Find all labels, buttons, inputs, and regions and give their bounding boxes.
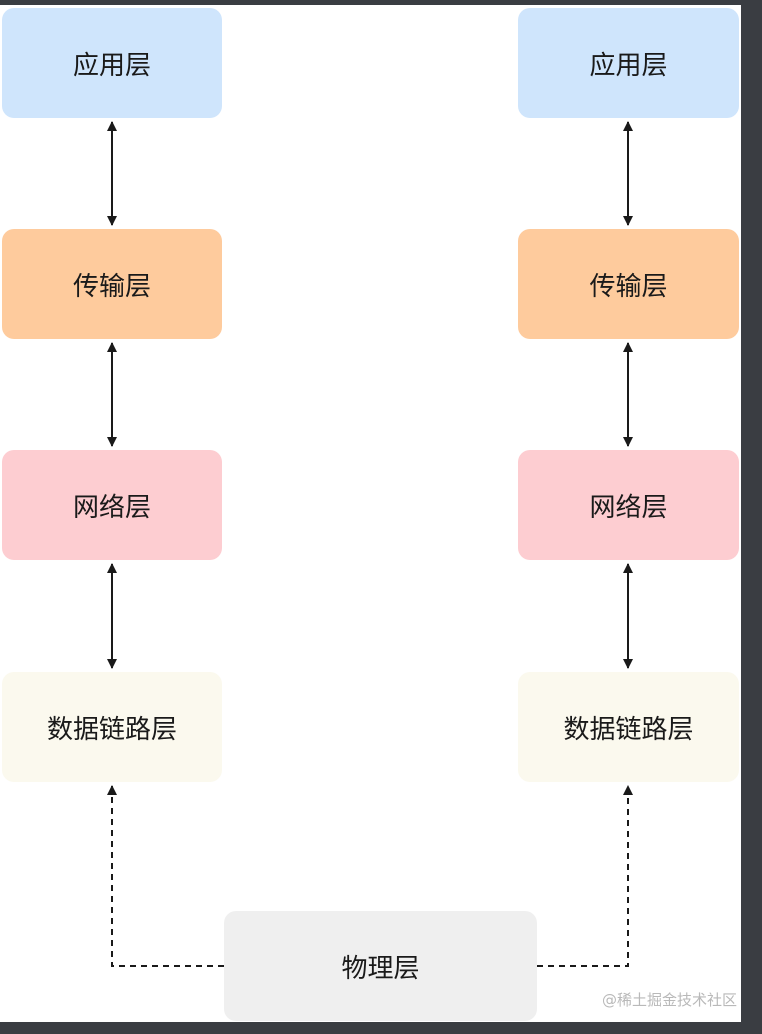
physical-layer-box: 物理层 bbox=[224, 911, 537, 1021]
left-application-layer-label: 应用层 bbox=[72, 50, 151, 81]
left-transport-layer-box: 传输层 bbox=[2, 229, 222, 339]
left-data-link-layer-box: 数据链路层 bbox=[2, 672, 222, 782]
right-transport-layer-label: 传输层 bbox=[589, 271, 668, 302]
left-network-layer-label: 网络层 bbox=[72, 492, 151, 523]
right-transport-layer-box: 传输层 bbox=[518, 229, 739, 339]
right-application-layer-label: 应用层 bbox=[589, 50, 668, 81]
right-network-layer-box: 网络层 bbox=[518, 450, 739, 560]
connectors bbox=[107, 121, 633, 967]
physical-layer-label: 物理层 bbox=[341, 953, 420, 984]
left-network-layer-box: 网络层 bbox=[2, 450, 222, 560]
right-network-layer-label: 网络层 bbox=[589, 492, 668, 523]
right-data-link-layer-box: 数据链路层 bbox=[518, 672, 739, 782]
left-transport-layer-label: 传输层 bbox=[72, 271, 151, 302]
diagram-canvas: 应用层 传输层 网络层 数据链路层 应用层 传输层 网络层 数据链路层 物理层 … bbox=[0, 5, 741, 1022]
right-dashed-link bbox=[537, 785, 633, 967]
right-data-link-layer-label: 数据链路层 bbox=[563, 714, 694, 745]
left-application-layer-box: 应用层 bbox=[2, 8, 222, 118]
watermark: @稀土掘金技术社区 bbox=[601, 991, 737, 1009]
right-application-layer-box: 应用层 bbox=[518, 8, 739, 118]
left-dashed-link bbox=[107, 785, 224, 967]
left-data-link-layer-label: 数据链路层 bbox=[46, 714, 177, 745]
